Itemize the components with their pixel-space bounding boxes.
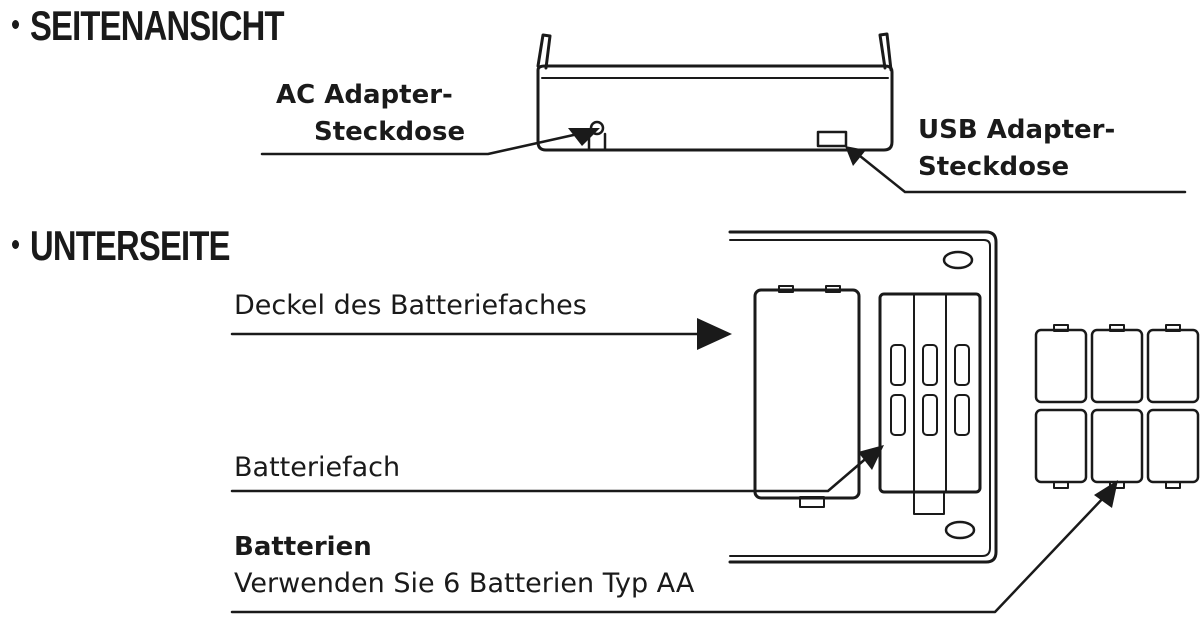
batteries-arrowhead (1094, 480, 1118, 508)
battery-compartment-label: Batteriefach (234, 452, 401, 483)
side-view-heading-text: SEITENANSICHT (29, 2, 285, 49)
device-bottom-view (728, 230, 998, 564)
aa-batteries (1034, 324, 1200, 489)
usb-socket-label-line2: Steckdose (918, 152, 1070, 182)
compartment-leader-line (230, 453, 872, 493)
usb-arrowhead (845, 146, 866, 166)
battery-compartment (878, 292, 982, 494)
usb-leader-line (853, 150, 1187, 194)
compartment-arrowhead (858, 445, 884, 470)
ac-arrowhead (568, 128, 600, 146)
bullet-icon (12, 240, 20, 250)
ac-leader-line (260, 132, 580, 156)
bottom-view-heading: UNTERSEITE (12, 222, 230, 270)
ac-socket-label-line1: AC Adapter- (276, 80, 453, 110)
battery-cover-label: Deckel des Batteriefaches (234, 290, 587, 321)
batteries-leader-line (230, 493, 1108, 614)
batteries-title: Batterien (234, 532, 372, 562)
battery-cover (753, 288, 861, 500)
usb-socket-label-line1: USB Adapter- (918, 115, 1116, 145)
bottom-view-heading-text: UNTERSEITE (29, 222, 230, 269)
cover-arrowhead (697, 318, 732, 350)
batteries-note: Verwenden Sie 6 Batterien Typ AA (234, 568, 695, 599)
side-view-heading: SEITENANSICHT (12, 2, 285, 50)
ac-socket-label-line2: Steckdose (314, 117, 466, 147)
bullet-icon (12, 20, 20, 30)
